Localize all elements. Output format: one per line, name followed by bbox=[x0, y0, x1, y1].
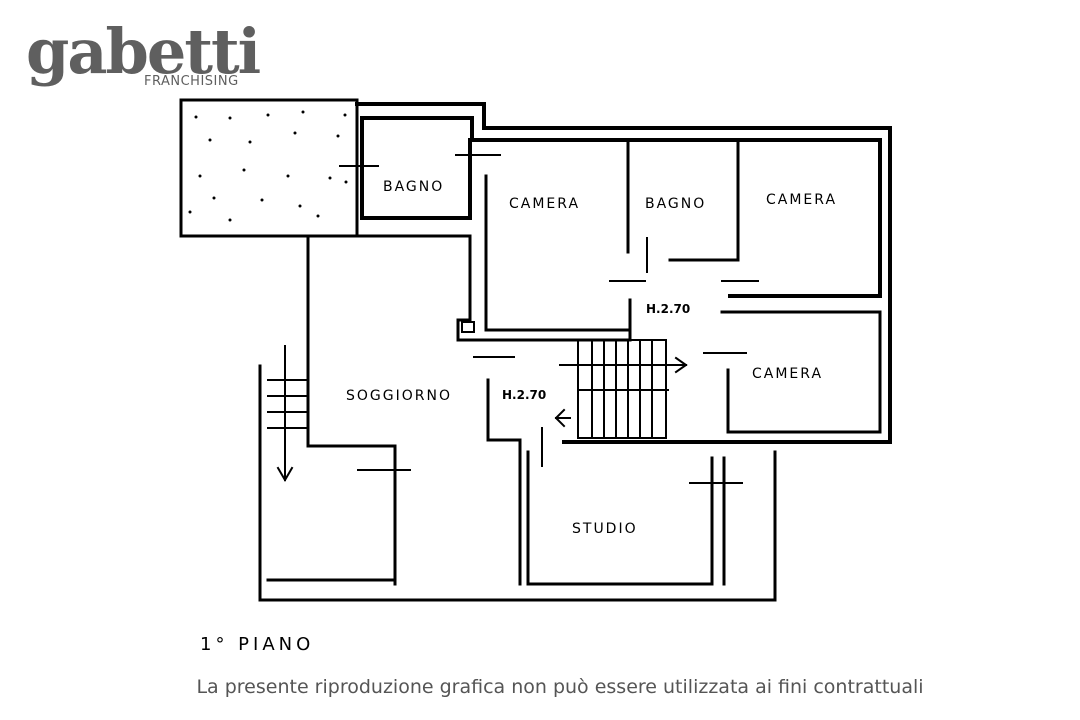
room-label-bagno-left: BAGNO bbox=[383, 179, 444, 195]
room-label-camera-right-top: CAMERA bbox=[766, 192, 837, 208]
ceiling-height-lower: H.2.70 bbox=[502, 388, 546, 402]
room-label-camera-top: CAMERA bbox=[509, 196, 580, 212]
room-label-camera-right-bottom: CAMERA bbox=[752, 366, 823, 382]
logo-wordmark: gabetti bbox=[26, 15, 261, 88]
room-label-bagno-center: BAGNO bbox=[645, 196, 706, 212]
room-label-studio: STUDIO bbox=[572, 521, 638, 537]
floor-title: 1° PIANO bbox=[200, 634, 315, 655]
disclaimer-text: La presente riproduzione grafica non può… bbox=[196, 676, 924, 698]
gabetti-logo: gabetti FRANCHISING bbox=[26, 15, 261, 108]
terrace-outline bbox=[179, 98, 359, 238]
logo-subtitle: FRANCHISING bbox=[144, 74, 239, 89]
room-label-soggiorno: SOGGIORNO bbox=[346, 388, 452, 404]
ceiling-height-upper: H.2.70 bbox=[646, 302, 690, 316]
